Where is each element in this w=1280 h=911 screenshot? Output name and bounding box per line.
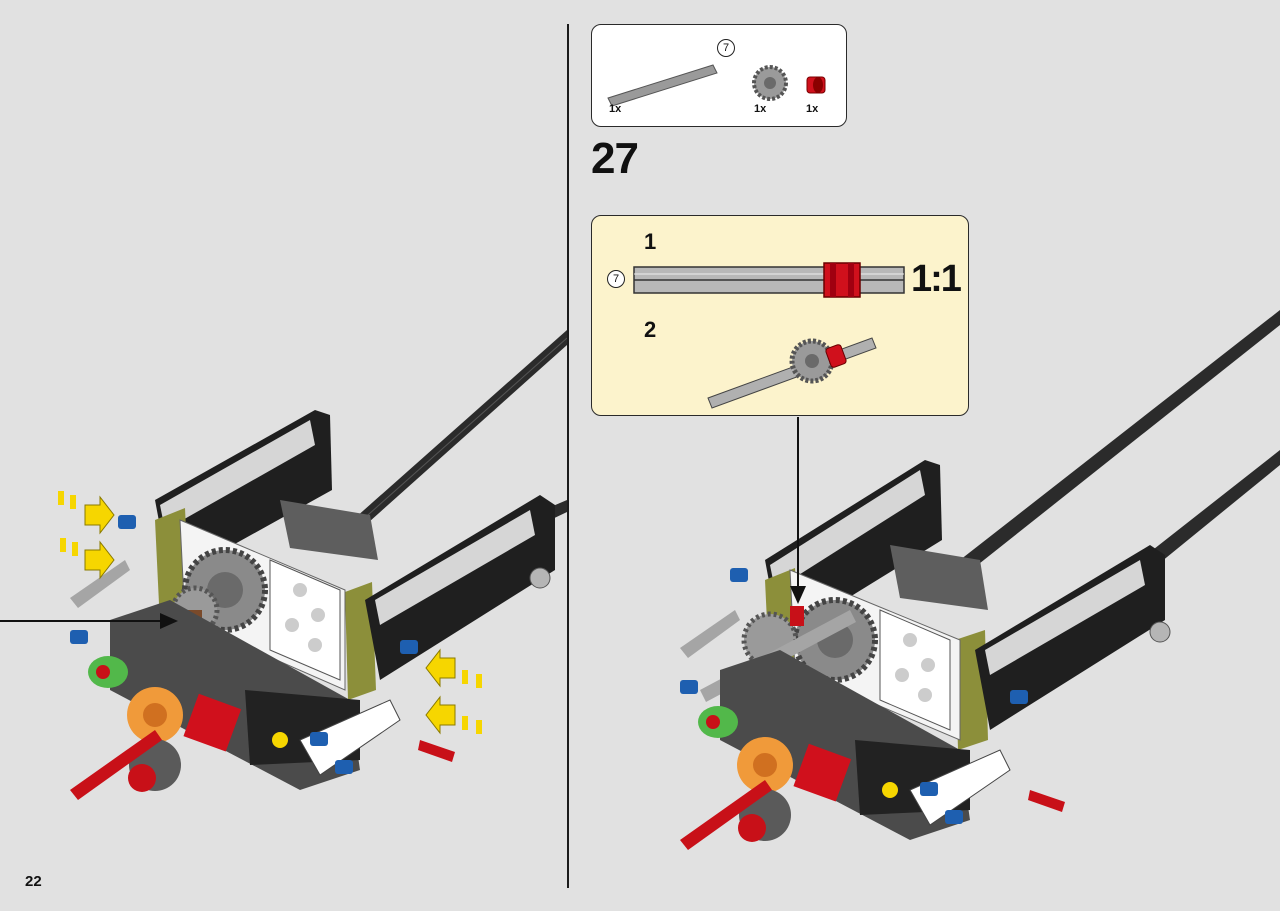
- page-number: 22: [25, 873, 42, 890]
- parts-list-box: 7 1x 1x 1x: [591, 24, 847, 127]
- substep-1-label: 1: [644, 229, 657, 254]
- substep-2-label: 2: [644, 317, 657, 342]
- part-length-badge: 7: [717, 39, 735, 57]
- parts-list-graphics: [607, 64, 826, 107]
- part-qty-gear: 1x: [754, 103, 767, 115]
- part-qty-bush: 1x: [806, 103, 819, 115]
- axle-length-badge: 7: [607, 270, 625, 288]
- scale-indicator: 1:1: [911, 258, 962, 300]
- part-qty-axle: 1x: [609, 103, 622, 115]
- step-number: 27: [591, 134, 639, 183]
- axle-one-to-one-graphic: [633, 262, 905, 298]
- axle-gear-subassembly-graphic: [707, 337, 877, 409]
- subassembly-callout: 1 7 1:1 2: [591, 215, 969, 416]
- page-divider: [567, 24, 569, 888]
